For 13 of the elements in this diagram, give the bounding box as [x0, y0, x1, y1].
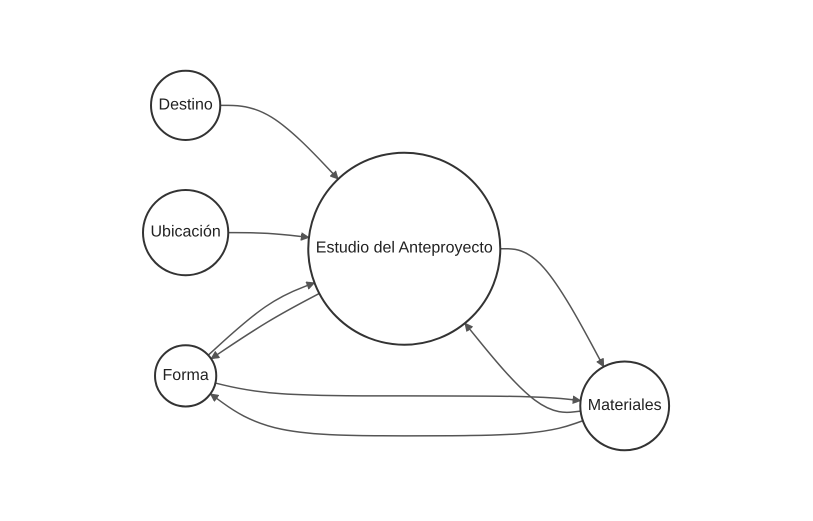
node-circle: Ubicación — [142, 188, 230, 276]
arrow — [208, 282, 316, 356]
node-circle: Materiales — [580, 360, 671, 452]
arrow — [464, 322, 582, 414]
arrow — [220, 104, 340, 180]
node-circle: Estudio del Anteproyecto — [308, 152, 502, 346]
arrow — [500, 248, 605, 368]
node-circle: Forma — [154, 344, 218, 408]
node-circle: Destino — [150, 70, 222, 141]
arrow — [228, 232, 310, 241]
arrow — [211, 292, 320, 360]
arrow — [210, 393, 584, 437]
arrow — [216, 382, 582, 404]
